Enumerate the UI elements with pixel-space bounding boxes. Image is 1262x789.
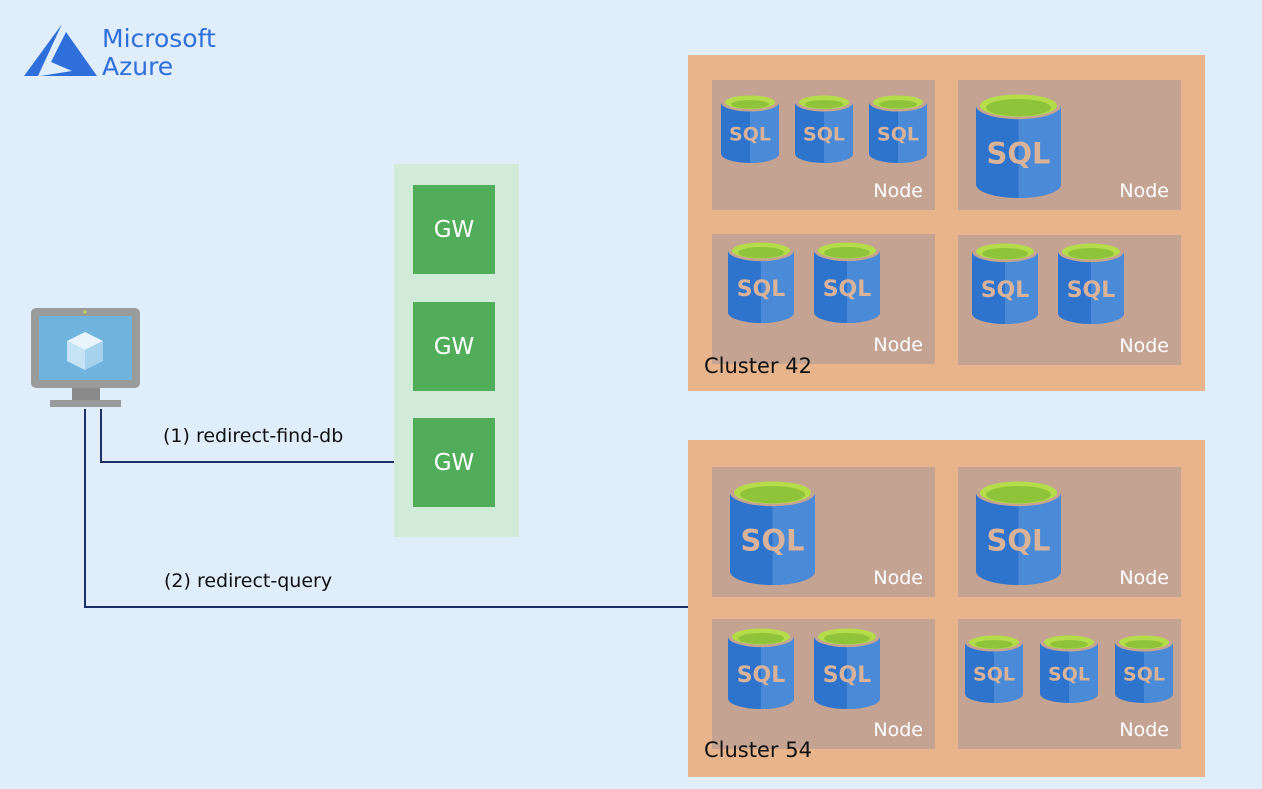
cluster-54: SQL Node SQL Node SQL SQL Node SQL SQL S… (688, 440, 1205, 777)
node-label: Node (873, 180, 923, 202)
sql-cylinder-icon: SQL (869, 93, 927, 163)
sql-db-label: SQL (973, 664, 1015, 686)
gateway-2[interactable]: GW (413, 302, 495, 391)
cluster-54-node-4[interactable]: SQL SQL SQL Node (958, 619, 1181, 749)
sql-cylinder-icon: SQL (976, 92, 1061, 198)
sql-cylinder-icon: SQL (728, 240, 794, 323)
sql-db-label: SQL (823, 663, 872, 688)
node-label: Node (873, 334, 923, 356)
sql-db-label: SQL (981, 278, 1030, 303)
sql-cylinder-icon: SQL (1040, 633, 1098, 703)
sql-cylinder-icon: SQL (965, 633, 1023, 703)
sql-db-label: SQL (803, 124, 845, 146)
sql-database[interactable]: SQL (730, 479, 815, 585)
sql-database[interactable]: SQL (795, 93, 853, 163)
sql-database[interactable]: SQL (728, 626, 794, 709)
sql-cylinder-icon: SQL (814, 240, 880, 323)
sql-database[interactable]: SQL (814, 240, 880, 323)
sql-database[interactable]: SQL (728, 240, 794, 323)
node-label: Node (1119, 567, 1169, 589)
sql-cylinder-icon: SQL (814, 626, 880, 709)
cluster-54-node-3[interactable]: SQL SQL Node (712, 619, 935, 749)
sql-db-label: SQL (737, 277, 786, 302)
gateway-panel: GW GW GW (394, 164, 519, 537)
cluster-label: Cluster 54 (704, 738, 812, 762)
node-label: Node (873, 719, 923, 741)
sql-cylinder-icon: SQL (1115, 633, 1173, 703)
gateway-3[interactable]: GW (413, 418, 495, 507)
sql-cylinder-icon: SQL (728, 626, 794, 709)
cluster-42-node-3[interactable]: SQL SQL Node (712, 234, 935, 364)
client-vm[interactable] (31, 308, 141, 408)
sql-database[interactable]: SQL (869, 93, 927, 163)
cluster-42-node-1[interactable]: SQL SQL SQL Node (712, 80, 935, 210)
sql-database[interactable]: SQL (1115, 633, 1173, 703)
sql-database[interactable]: SQL (1058, 241, 1124, 324)
cluster-42-node-2[interactable]: SQL Node (958, 80, 1181, 210)
sql-database[interactable]: SQL (976, 92, 1061, 198)
sql-cylinder-icon: SQL (972, 241, 1038, 324)
sql-cylinder-icon: SQL (795, 93, 853, 163)
sql-db-label: SQL (877, 124, 919, 146)
cluster-42: SQL SQL SQL Node SQL Node SQL SQL Node S… (688, 55, 1205, 391)
node-label: Node (1119, 335, 1169, 357)
node-label: Node (1119, 719, 1169, 741)
cluster-54-node-2[interactable]: SQL Node (958, 467, 1181, 597)
sql-database[interactable]: SQL (1040, 633, 1098, 703)
sql-db-label: SQL (823, 277, 872, 302)
sql-database[interactable]: SQL (965, 633, 1023, 703)
sql-db-label: SQL (986, 524, 1050, 558)
sql-db-label: SQL (1067, 278, 1116, 303)
flow-label-query: (2) redirect-query (164, 570, 333, 592)
sql-db-label: SQL (986, 137, 1050, 171)
sql-cylinder-icon: SQL (721, 93, 779, 163)
cluster-54-node-1[interactable]: SQL Node (712, 467, 935, 597)
flow-label-find-db: (1) redirect-find-db (163, 425, 344, 447)
gateway-1[interactable]: GW (413, 185, 495, 274)
sql-cylinder-icon: SQL (730, 479, 815, 585)
sql-db-label: SQL (740, 524, 804, 558)
sql-database[interactable]: SQL (972, 241, 1038, 324)
sql-database[interactable]: SQL (976, 479, 1061, 585)
node-label: Node (1119, 180, 1169, 202)
azure-logo: Microsoft Azure (22, 22, 242, 82)
azure-logo-icon (24, 24, 97, 76)
brand-line-1: Microsoft (102, 24, 216, 53)
sql-database[interactable]: SQL (814, 626, 880, 709)
sql-database[interactable]: SQL (721, 93, 779, 163)
node-label: Node (873, 567, 923, 589)
sql-cylinder-icon: SQL (976, 479, 1061, 585)
sql-db-label: SQL (1123, 664, 1165, 686)
cluster-42-node-4[interactable]: SQL SQL Node (958, 235, 1181, 365)
brand-name: Microsoft Azure (102, 25, 216, 81)
sql-db-label: SQL (1048, 664, 1090, 686)
brand-line-2: Azure (102, 52, 174, 81)
sql-cylinder-icon: SQL (1058, 241, 1124, 324)
virtual-machine-monitor-icon (31, 308, 140, 407)
sql-db-label: SQL (729, 124, 771, 146)
sql-db-label: SQL (737, 663, 786, 688)
cluster-label: Cluster 42 (704, 354, 812, 378)
